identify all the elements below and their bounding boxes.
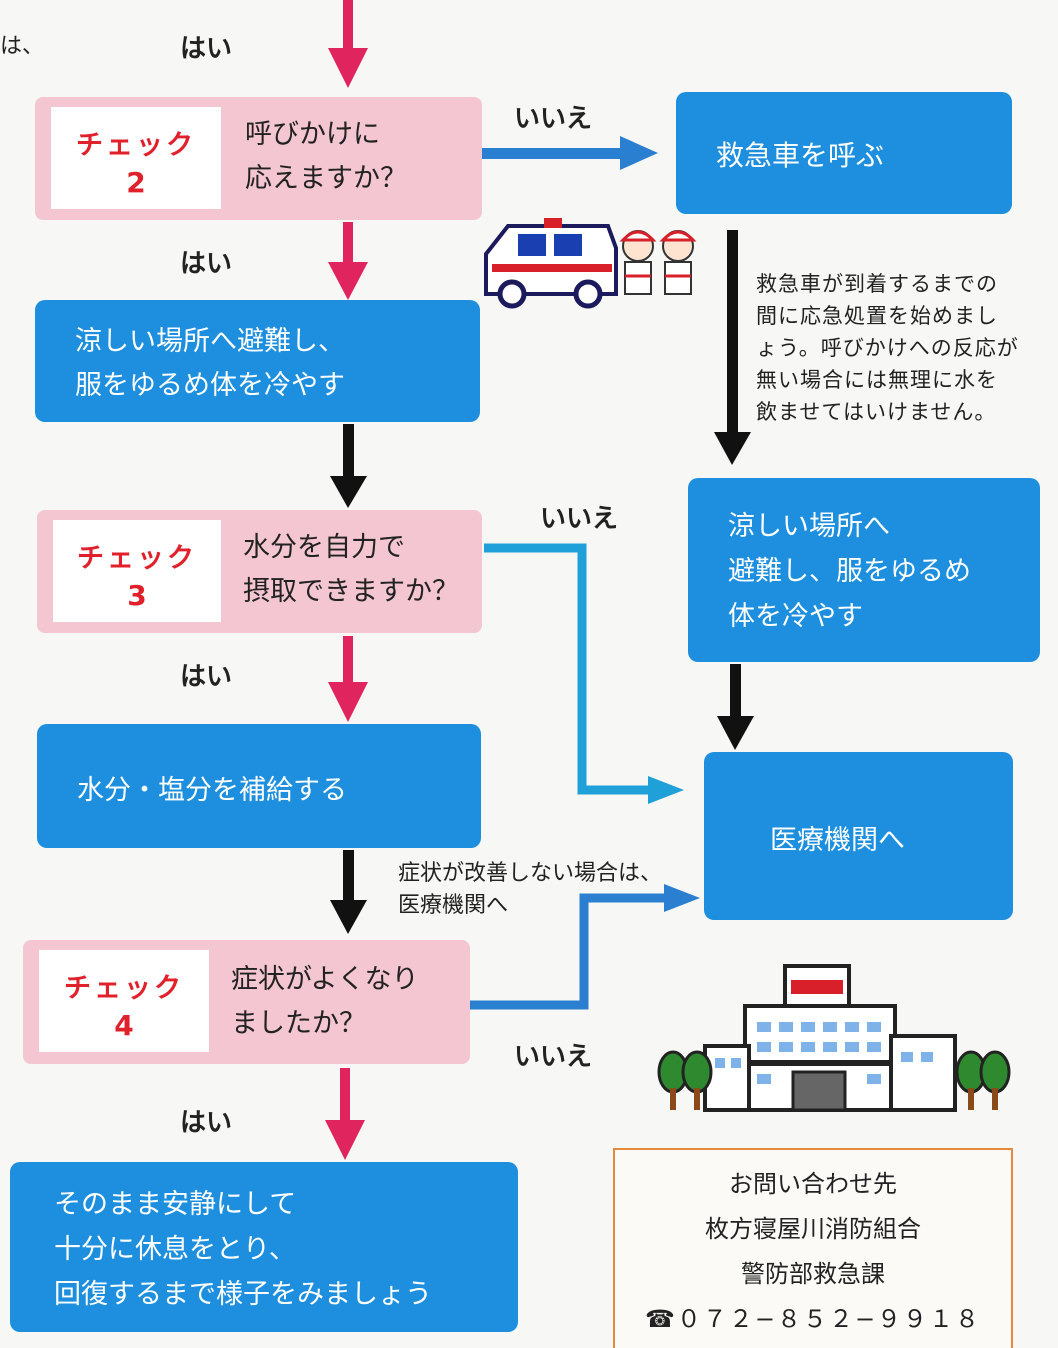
contact-title: お問い合わせ先 [729,1170,897,1198]
rest-line2: 十分に休息をとり、 [54,1234,296,1265]
yes-label-3: はい [180,662,233,692]
check-4-tag: チェック 4 [39,950,209,1052]
contact-org: 枚方寝屋川消防組合 [705,1215,921,1243]
no-label-3: いいえ [540,504,619,534]
check-4-number: 4 [114,1009,134,1042]
rest-text: そのまま安静にして 十分に休息をとり、 回復するまで様子をみましょう [54,1182,432,1317]
rest-line1: そのまま安静にして [54,1189,297,1220]
yes-label-1: はい [180,34,233,64]
yes-arrow-2 [328,222,368,300]
check-2-question-line1: 呼びかけに [245,119,380,150]
black-arrow-1 [330,424,367,508]
yes-label-4: はい [180,1108,233,1138]
yes-label-2: はい [180,249,233,279]
hydrate-text: 水分・塩分を補給する [77,775,347,806]
cool-down-right-text: 涼しい場所へ 避難し、服をゆるめ 体を冷やす [728,504,971,639]
ambulance-icon [484,218,697,309]
check-2-box: チェック 2 呼びかけに 応えますか？ [35,97,482,220]
check-3-number: 3 [127,579,147,612]
call-ambulance-box: 救急車を呼ぶ [676,92,1012,214]
cool-down-box-right: 涼しい場所へ 避難し、服をゆるめ 体を冷やす [688,478,1040,662]
no-arrow-2 [482,136,658,170]
check-2-question: 呼びかけに 応えますか？ [245,113,407,201]
contact-dept: 警防部救急課 [741,1260,885,1288]
check-3-tag-label: チェック [77,543,197,574]
black-arrow-4 [717,664,754,750]
ambulance-note-line2: 間に応急処置を始めまし [756,304,998,328]
check-4-question-line2: ましたか？ [231,1008,366,1039]
rest-line3: 回復するまで様子をみましょう [54,1279,432,1310]
cool-down-left-line1: 涼しい場所へ避難し、 [75,326,345,357]
yes-arrow-4 [325,1068,365,1160]
medical-facility-text: 医療機関へ [770,825,905,856]
yes-arrow-1 [328,0,368,88]
no-arrow-3 [484,543,684,804]
symptom-note: 症状が改善しない場合は、 医療機関へ [398,858,662,922]
call-ambulance-text: 救急車を呼ぶ [716,139,885,172]
check-3-tag: チェック 3 [53,520,221,622]
cool-down-box-left: 涼しい場所へ避難し、 服をゆるめ体を冷やす [35,300,480,422]
cool-down-right-line3: 体を冷やす [728,601,863,632]
hospital-icon [657,964,1011,1112]
cool-down-left-line2: 服をゆるめ体を冷やす [75,370,345,401]
top-fragment-text: は、 [0,34,45,59]
no-arrow-4 [470,884,700,1010]
no-label-4: いいえ [514,1042,593,1072]
check-2-tag-label: チェック [76,130,196,161]
check-2-question-line2: 応えますか？ [245,163,407,194]
rest-box: そのまま安静にして 十分に休息をとり、 回復するまで様子をみましょう [10,1162,518,1332]
check-4-box: チェック 4 症状がよくなり ましたか？ [23,940,470,1064]
cool-down-left-text: 涼しい場所へ避難し、 服をゆるめ体を冷やす [75,320,345,408]
check-2-tag: チェック 2 [51,107,221,209]
check-3-question: 水分を自力で 摂取できますか？ [243,526,459,614]
cool-down-right-line1: 涼しい場所へ [728,511,890,542]
check-4-question: 症状がよくなり ましたか？ [231,958,419,1046]
symptom-note-line1: 症状が改善しない場合は、 [398,861,663,886]
ambulance-note-line5: 飲ませてはいけません。 [756,400,997,424]
ambulance-note-line3: ょう。呼びかけへの反応が [756,336,1019,360]
check-3-question-line2: 摂取できますか？ [243,576,459,607]
cool-down-right-line2: 避難し、服をゆるめ [728,556,971,587]
black-arrow-3 [714,230,751,465]
check-4-question-line1: 症状がよくなり [231,964,419,995]
medical-facility-box: 医療機関へ [704,752,1013,920]
ambulance-note-line1: 救急車が到着するまでの [756,272,998,296]
symptom-note-line2: 医療機関へ [398,893,509,918]
black-arrow-2 [330,850,367,934]
check-4-tag-label: チェック [64,973,184,1004]
ambulance-note: 救急車が到着するまでの 間に応急処置を始めまし ょう。呼びかけへの反応が 無い場… [756,268,1019,428]
yes-arrow-3 [328,636,368,722]
contact-box: お問い合わせ先 枚方寝屋川消防組合 警防部救急課 ☎０７２−８５２−９９１８ [613,1148,1013,1348]
paramedics-icon [619,230,697,295]
check-3-question-line1: 水分を自力で [243,532,405,563]
contact-phone: ☎０７２−８５２−９９１８ [644,1305,982,1333]
check-3-box: チェック 3 水分を自力で 摂取できますか？ [37,510,482,633]
hydrate-box: 水分・塩分を補給する [37,724,481,848]
ambulance-note-line4: 無い場合には無理に水を [756,368,998,392]
check-2-number: 2 [126,166,146,199]
no-label-2: いいえ [514,104,593,134]
